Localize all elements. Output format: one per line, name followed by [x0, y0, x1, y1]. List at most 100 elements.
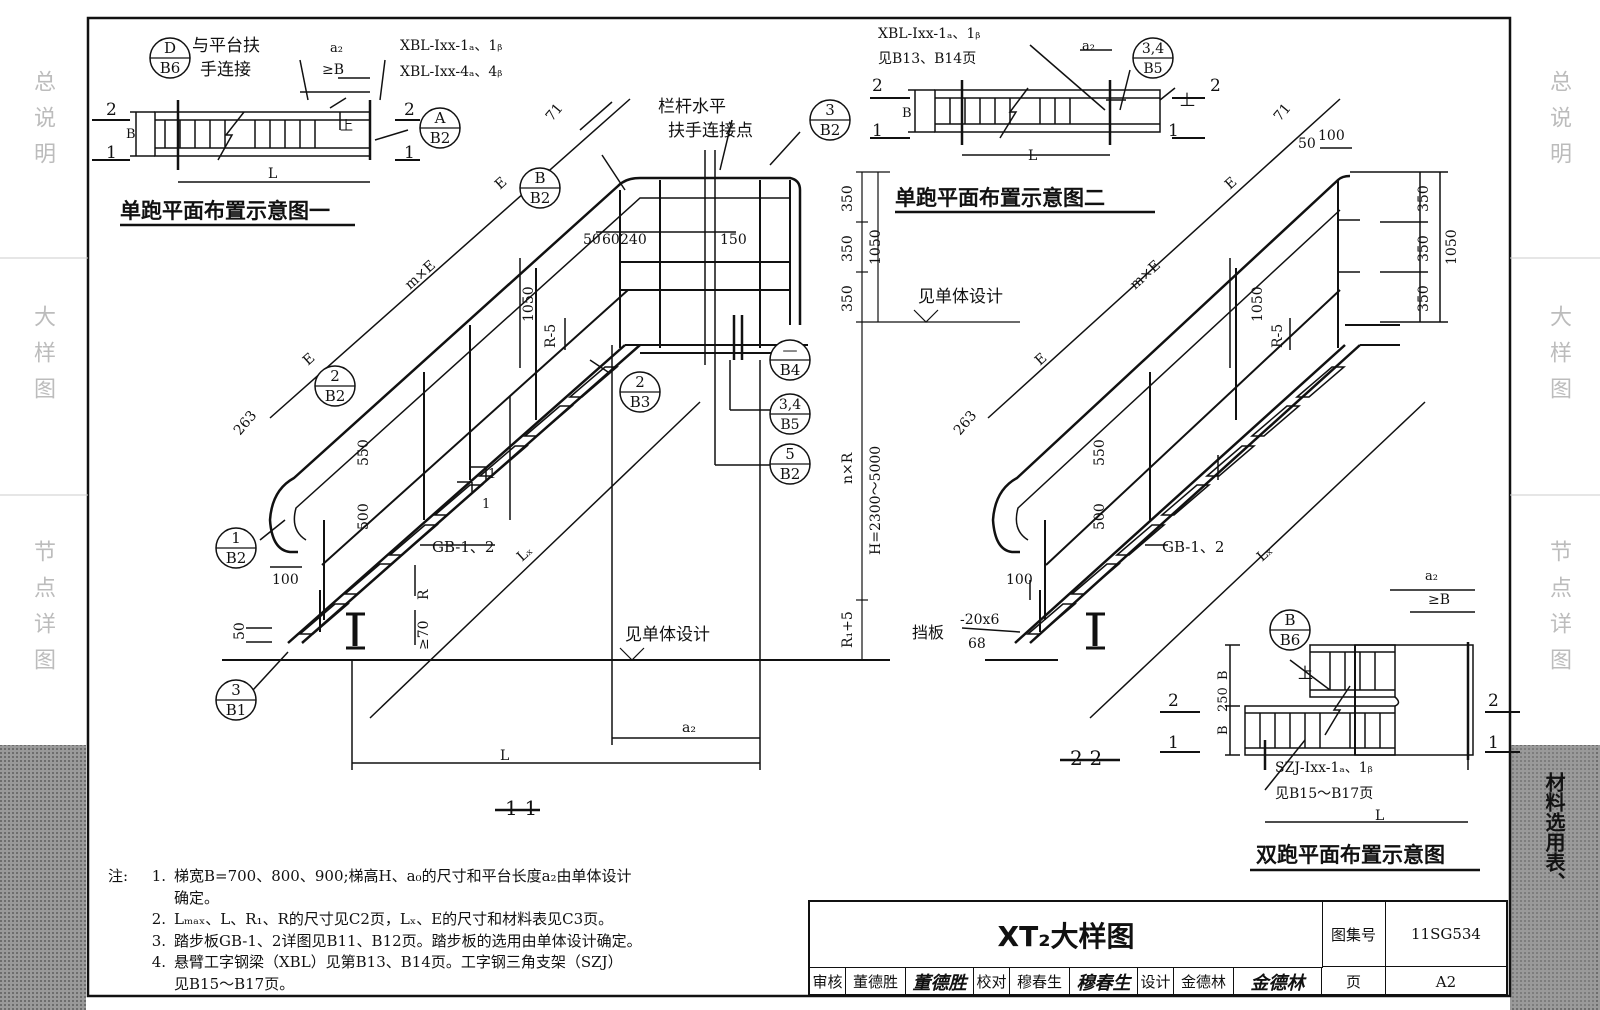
- dim-e-top-s1: E: [492, 174, 510, 193]
- label-rail-2: 扶手连接点: [668, 121, 753, 141]
- designer-name: 金德林: [1174, 967, 1234, 996]
- note-number: 1.: [151, 867, 166, 885]
- plan-one-sec-1-right: 1: [404, 143, 415, 163]
- dim-100-s2: 100: [1006, 572, 1033, 588]
- right-tab-material-label[interactable]: 材料选用表、: [1542, 772, 1566, 892]
- right-tab-node[interactable]: 节点详图: [1546, 540, 1571, 684]
- designer-signature: 金德林: [1234, 967, 1322, 996]
- dim-a2-s1: a₂: [682, 720, 696, 736]
- center-dim-r1: R₁+5: [840, 611, 856, 648]
- plan-one-label-b: B: [126, 127, 136, 142]
- right-tab-detail[interactable]: 大样图: [1546, 305, 1571, 413]
- callout-3-b2-top: 3: [825, 101, 835, 119]
- plan-two: [870, 44, 1205, 214]
- note-row: 2.Lₘₐₓ、L、R₁、R的尺寸见C2页，Lₓ、E的尺寸和材料表见C3页。: [108, 909, 798, 931]
- dim-60: 60: [602, 232, 620, 248]
- note-label: 注:: [108, 867, 129, 885]
- dim-350-a-s2: 350: [1416, 185, 1432, 212]
- center-dim-1050: 1050: [868, 229, 884, 265]
- label-gb-s1: GB-1、2: [432, 538, 494, 556]
- dim-263-s2: 263: [951, 408, 980, 439]
- note-number: 4.: [151, 953, 166, 971]
- plan-one-dim-b: ≥B: [322, 62, 344, 78]
- note-label: [108, 931, 138, 953]
- dim-1050-right-s2: 1050: [1444, 229, 1460, 265]
- note-number: [138, 888, 174, 910]
- dim-240: 240: [620, 232, 647, 248]
- atlas-number: 11SG534: [1386, 902, 1506, 967]
- callout-d-text-1: 与平台扶: [192, 36, 260, 56]
- note-label: [108, 974, 138, 996]
- callout-a-bottom: B2: [430, 129, 451, 147]
- plan-double-bracket: SZJ-Ⅰxx-1ₐ、1ᵦ: [1275, 760, 1373, 776]
- note-label: [108, 909, 138, 931]
- atlas-label: 图集号: [1322, 902, 1386, 967]
- review-label: 审核: [810, 967, 846, 996]
- plan-two-title: 单跑平面布置示意图二: [895, 185, 1105, 210]
- section-1-1: [222, 98, 890, 812]
- dim-50-s2: 50: [1298, 136, 1316, 152]
- plan-one-dim-a2: a₂: [330, 41, 343, 56]
- dim-150: 150: [720, 232, 747, 248]
- plan-one-beam-1: XBL-Ⅰxx-1ₐ、1ᵦ: [400, 38, 502, 54]
- checker-signature: 穆春生: [1070, 967, 1138, 996]
- left-tab-general[interactable]: 总说明: [30, 70, 55, 178]
- note-row: 3.踏步板GB-1、2详图见B11、B12页。踏步板的选用由单体设计确定。: [108, 931, 798, 953]
- note-text: 悬臂工字钢梁（XBL）见第B13、B14页。工字钢三角支架（SZJ）: [174, 953, 623, 971]
- dim-1050-s1: 1050: [521, 286, 537, 322]
- plan-one-title: 单跑平面布置示意图一: [120, 198, 330, 223]
- dim-500-s1: 500: [356, 503, 372, 530]
- section-2-2: [961, 98, 1448, 762]
- right-tab-general[interactable]: 总说明: [1546, 70, 1571, 178]
- left-tab-node[interactable]: 节点详图: [30, 540, 55, 684]
- dim-r-5-s2: R-5: [1270, 324, 1286, 348]
- plan-double: [1160, 589, 1520, 872]
- page-label: 页: [1322, 967, 1386, 996]
- plan-two-beam-ref: 见B13、B14页: [878, 51, 976, 67]
- note-text: 确定。: [174, 888, 220, 907]
- plan-double-callout-top: B: [1284, 611, 1295, 629]
- dim-r-5-s1: R-5: [543, 324, 559, 348]
- note-label: [108, 888, 138, 910]
- callout-2-b2-bottom: B2: [325, 387, 346, 405]
- slope-1-a: 1: [488, 467, 496, 482]
- plan-double-callout-bottom: B6: [1280, 631, 1301, 649]
- center-dimensions: [856, 171, 1020, 661]
- dim-100-top-s2: 100: [1318, 128, 1345, 144]
- plan-two-sec-1-right: 1: [1168, 121, 1179, 141]
- callout-d-top: D: [164, 39, 176, 57]
- section-2-2-title: 2-2: [1070, 746, 1102, 770]
- kickplate-size-2: 68: [968, 636, 986, 652]
- callout-3-4-b5-bottom-label: B5: [780, 417, 799, 433]
- label-rail-1: 栏杆水平: [658, 97, 726, 117]
- sheet-frame: [86, 16, 1512, 998]
- plan-two-callout-bottom: B5: [1143, 61, 1162, 77]
- note-row: 4. 悬臂工字钢梁（XBL）见第B13、B14页。工字钢三角支架（SZJ）: [108, 952, 798, 974]
- note-text: Lₘₐₓ、L、R₁、R的尺寸见C2页，Lₓ、E的尺寸和材料表见C3页。: [174, 910, 614, 928]
- center-dim-height: H=2300～5000: [868, 446, 884, 555]
- callout-b-top: B: [534, 169, 545, 187]
- plan-two-label-l: L: [1028, 148, 1037, 164]
- center-dim-nxr: n×R: [840, 452, 856, 484]
- callout-3-b2-bottom: B2: [820, 121, 841, 139]
- right-halftone-panel: [1510, 745, 1600, 1010]
- page-number: A2: [1435, 972, 1457, 991]
- plan-two-beam-1: XBL-Ⅰxx-1ₐ、1ᵦ: [878, 26, 980, 42]
- dim-mxe-s1: m×E: [402, 258, 439, 293]
- callout-3-b1-top: 3: [231, 681, 241, 699]
- plan-double-label-l: L: [1375, 808, 1384, 824]
- drawing-title: XT₂大样图: [810, 902, 1323, 968]
- dim-50-s1: 50: [232, 622, 248, 640]
- plan-one: [92, 59, 420, 227]
- plan-double-label-b1: B: [1216, 670, 1231, 680]
- dim-100-s1: 100: [272, 572, 299, 588]
- plan-double-sec-1-right: 1: [1488, 733, 1499, 753]
- note-text: 梯宽B=700、800、900;梯高H、a₀的尺寸和平台长度a₂由单体设计: [174, 867, 632, 885]
- plan-two-label-b: B: [902, 106, 912, 121]
- left-tab-detail[interactable]: 大样图: [30, 305, 55, 413]
- dim-ge70-s1: ≥70: [416, 620, 432, 650]
- callout-5-b2-top: 5: [785, 445, 795, 463]
- note-label: [108, 952, 138, 974]
- plan-one-beam-2: XBL-Ⅰxx-4ₐ、4ᵦ: [400, 64, 502, 80]
